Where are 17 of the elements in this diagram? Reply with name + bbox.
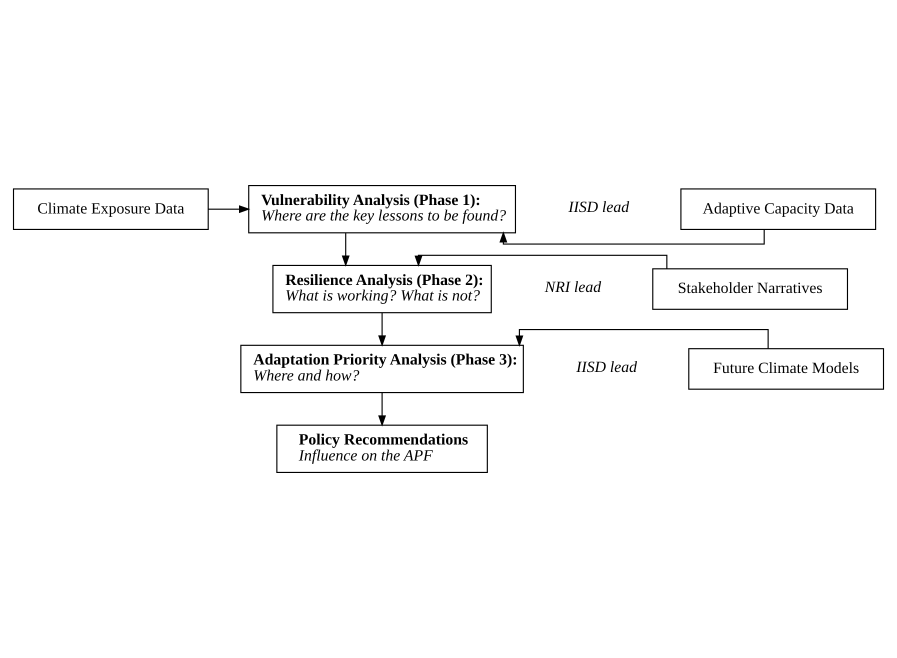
node-box: Climate Exposure Data bbox=[12, 188, 209, 230]
label: IISD lead bbox=[568, 199, 630, 216]
node-box: Policy Recommendations Influence on the APF bbox=[276, 424, 488, 474]
label: NRI lead bbox=[544, 279, 602, 296]
node-box: Stakeholder Narratives bbox=[652, 268, 848, 310]
arrow bbox=[378, 313, 386, 347]
arrow bbox=[499, 229, 765, 245]
node-box: Resilience Analysis (Phase 2): What is working? What is not? bbox=[272, 264, 492, 314]
arrow bbox=[515, 329, 769, 348]
arrow bbox=[342, 233, 350, 267]
arrow bbox=[378, 392, 386, 427]
label: IISD lead bbox=[576, 358, 638, 376]
node-box: Future Climate Models bbox=[688, 348, 884, 390]
node-box: Vulnerability Analysis (Phase 1): Where are the key lessons to be found? bbox=[248, 184, 516, 234]
node-box: Adaptive Capacity Data bbox=[680, 188, 876, 230]
node-box: Adaptation Priority Analysis (Phase 3): Where and how? bbox=[240, 344, 524, 394]
arrow bbox=[208, 205, 250, 214]
